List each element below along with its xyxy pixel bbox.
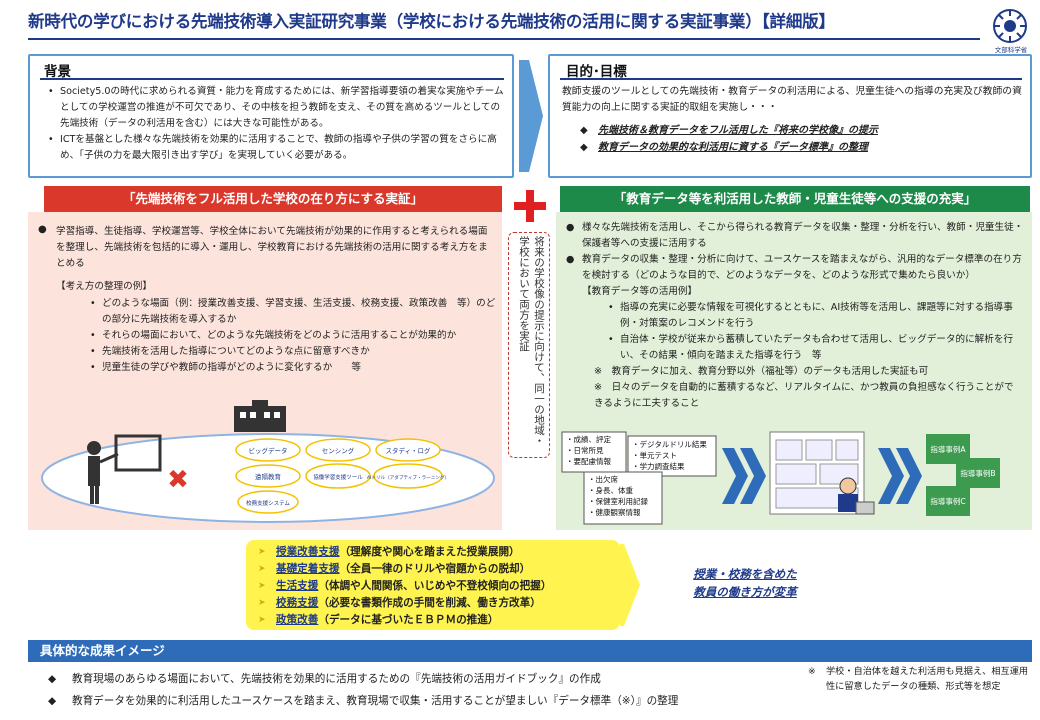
goal-text: 教師支援のツールとしての先端技術・教育データの利活用による、児童生徒への指導の充… bbox=[562, 86, 1022, 113]
left-banner: 「先端技術をフル活用した学校の在り方にする実証」 bbox=[44, 186, 502, 212]
background-item: Society5.0の時代に求められる資質・能力を育成するためには、新学習指導要… bbox=[46, 84, 506, 132]
goal-heading: 目的･目標 bbox=[566, 64, 627, 80]
chevron-right-icon bbox=[519, 60, 543, 172]
goal-point: 教育データの効果的な利活用に資する『データ標準』の整理 bbox=[580, 139, 1000, 156]
background-item: ICTを基盤とした様々な先端技術を効果的に活用することで、教師の指導や子供の学習… bbox=[46, 132, 506, 164]
right-note: ※ 教育データに加え、教育分野以外（福祉等）のデータも活用した実証も可 bbox=[594, 366, 929, 377]
plus-icon bbox=[514, 190, 546, 222]
usage-list: 授業改善支援（理解度や関心を踏まえた授業展開） 基礎定着支援（全員一律のドリルや… bbox=[258, 544, 618, 629]
left-sub-item: 児童生徒の学びや教師の指導がどのように変化するか 等 bbox=[88, 360, 498, 376]
double-chevron-icon bbox=[722, 448, 766, 504]
outcomes-bar bbox=[28, 640, 1032, 662]
usage-item: 生活支援（体調や人間関係、いじめや不登校傾向の把握） bbox=[258, 578, 618, 595]
outcomes-heading: 具体的な成果イメージ bbox=[40, 643, 165, 658]
data-item: ・単元テスト bbox=[632, 450, 677, 460]
data-item: ・成績、評定 bbox=[566, 434, 611, 444]
data-item: ・出欠席 bbox=[588, 474, 618, 484]
right-bullet: ●様々な先端技術を活用し、そこから得られる教育データを収集・整理・分析を行い、教… bbox=[566, 222, 1024, 249]
x-mark: ✖ bbox=[167, 465, 189, 495]
teacher-icon bbox=[87, 434, 162, 504]
data-item: ・健康観察情報 bbox=[588, 507, 641, 517]
left-sub-item: どのような場面（例：授業改善支援、学習支援、生活支援、校務支援、政策改善 等）の… bbox=[88, 296, 498, 328]
right-sub-item: 指導の充実に必要な情報を可視化するとともに、AI技術等を活用し、課題等に対する指… bbox=[606, 300, 1026, 332]
chevron-right-icon bbox=[620, 544, 640, 626]
outcome-item: 教育データを効果的に利活用したユースケースを踏まえ、教育現場で収集・活用すること… bbox=[40, 690, 800, 712]
bubble-label: スタディ・ログ bbox=[385, 446, 431, 455]
background-heading-rule bbox=[40, 78, 504, 80]
bubble-label: ビッグデータ bbox=[249, 446, 288, 455]
data-item: ・身長、体重 bbox=[588, 485, 633, 495]
case-label: 指導事例A bbox=[930, 444, 966, 454]
usage-item: 政策改善（データに基づいたＥＢＰＭの推進） bbox=[258, 612, 618, 629]
combined-demonstration-frame bbox=[508, 232, 550, 458]
background-box: 背景 Society5.0の時代に求められる資質・能力を育成するためには、新学習… bbox=[28, 54, 514, 178]
combined-demonstration-text: 将来の学校像の提示に向けて、同一の地域・学校において両方を実証 bbox=[518, 236, 545, 446]
bubble-label: 校務支援システム bbox=[246, 499, 290, 507]
usage-item: 校務支援（必要な書類作成の手間を削減、働き方改革） bbox=[258, 595, 618, 612]
double-chevron-icon bbox=[878, 448, 922, 504]
data-item: ・日常所見 bbox=[566, 445, 604, 455]
left-sub-item: 先端技術を活用した指導についてどのような点に留意すべきか bbox=[88, 344, 498, 360]
logo-caption: 文部科学省 bbox=[994, 46, 1028, 54]
goal-heading-rule bbox=[560, 78, 1022, 80]
bubble-label: 遠隔教育 bbox=[255, 472, 282, 481]
goal-points: 先端技術＆教育データをフル活用した『将来の学校像』の提示 教育データの効果的な利… bbox=[580, 122, 1000, 156]
technology-ellipse-diagram: ✖ ビッグデータ センシング スタディ・ログ 遠隔教育 協働学習支援ツール AI… bbox=[41, 400, 495, 523]
goal-box: 目的･目標 教師支援のツールとしての先端技術・教育データの利活用による、児童生徒… bbox=[548, 54, 1032, 178]
right-sub-item: 自治体・学校が従来から蓄積していたデータも合わせて活用し、ビッグデータ的に解析を… bbox=[606, 332, 1026, 364]
right-bullet: ●教育データの収集・整理・分析に向けて、ユースケースを踏まえながら、汎用的なデー… bbox=[566, 254, 1022, 281]
right-banner: 「教育データ等を利活用した教師・児童生徒等への支援の充実」 bbox=[560, 186, 1030, 212]
data-item: ・デジタルドリル結果 bbox=[632, 439, 707, 449]
left-sub-list: どのような場面（例：授業改善支援、学習支援、生活支援、校務支援、政策改善 等）の… bbox=[88, 296, 498, 376]
page-title: 新時代の学びにおける先端技術導入実証研究事業（学校における先端技術の活用に関する… bbox=[28, 12, 835, 31]
case-label: 指導事例B bbox=[960, 468, 995, 478]
school-building-icon bbox=[234, 400, 286, 432]
goal-point: 先端技術＆教育データをフル活用した『将来の学校像』の提示 bbox=[580, 122, 1000, 139]
bubble-label: センシング bbox=[322, 446, 355, 455]
bubble-label: 協働学習支援ツール bbox=[313, 473, 363, 481]
right-sub-heading: 【教育データ等の活用例】 bbox=[582, 286, 698, 297]
left-sub-heading: 【考え方の整理の例】 bbox=[56, 281, 152, 292]
data-item: ・保健室利用記録 bbox=[588, 496, 648, 506]
right-note: ※ 日々のデータを自動的に蓄積するなど、リアルタイムに、かつ教員の負担感なく行う… bbox=[594, 382, 1014, 409]
right-sub-list: 指導の充実に必要な情報を可視化するとともに、AI技術等を活用し、課題等に対する指… bbox=[566, 300, 1026, 364]
left-main-text: 学習指導、生徒指導、学校運営等、学校全体において先端技術が効果的に作用すると考え… bbox=[56, 226, 488, 269]
usage-item: 授業改善支援（理解度や関心を踏まえた授業展開） bbox=[258, 544, 618, 561]
teacher-at-laptop-icon bbox=[838, 477, 875, 515]
right-text-block: ●様々な先端技術を活用し、そこから得られる教育データを収集・整理・分析を行い、教… bbox=[566, 220, 1026, 412]
data-flow-diagram: ・成績、評定 ・日常所見 ・要配慮情報 ・デジタルドリル結果 ・単元テスト ・学… bbox=[561, 431, 1000, 525]
outcomes-list: 教育現場のあらゆる場面において、先端技術を効果的に活用するための『先端技術の活用… bbox=[40, 668, 800, 712]
background-heading: 背景 bbox=[44, 64, 71, 80]
data-item: ・学力調査結果 bbox=[632, 461, 685, 471]
bubble-label: AIドリル（アダプティブ・ラーニング） bbox=[367, 474, 449, 481]
data-item: ・要配慮情報 bbox=[566, 456, 611, 466]
ministry-logo-icon bbox=[993, 9, 1027, 43]
bullet-dot: ● bbox=[38, 224, 47, 235]
title-underline bbox=[28, 38, 980, 40]
background-list: Society5.0の時代に求められる資質・能力を育成するためには、新学習指導要… bbox=[46, 84, 506, 164]
usage-item: 基礎定着支援（全員一律のドリルや宿題からの脱却） bbox=[258, 561, 618, 578]
outcome-item: 教育現場のあらゆる場面において、先端技術を効果的に活用するための『先端技術の活用… bbox=[40, 668, 800, 690]
left-sub-item: それらの場面において、どのような先端技術をどのように活用することが効果的か bbox=[88, 328, 498, 344]
usage-result: 授業・校務を含めた 教員の働き方が変革 bbox=[693, 567, 797, 599]
case-label: 指導事例C bbox=[930, 496, 965, 506]
